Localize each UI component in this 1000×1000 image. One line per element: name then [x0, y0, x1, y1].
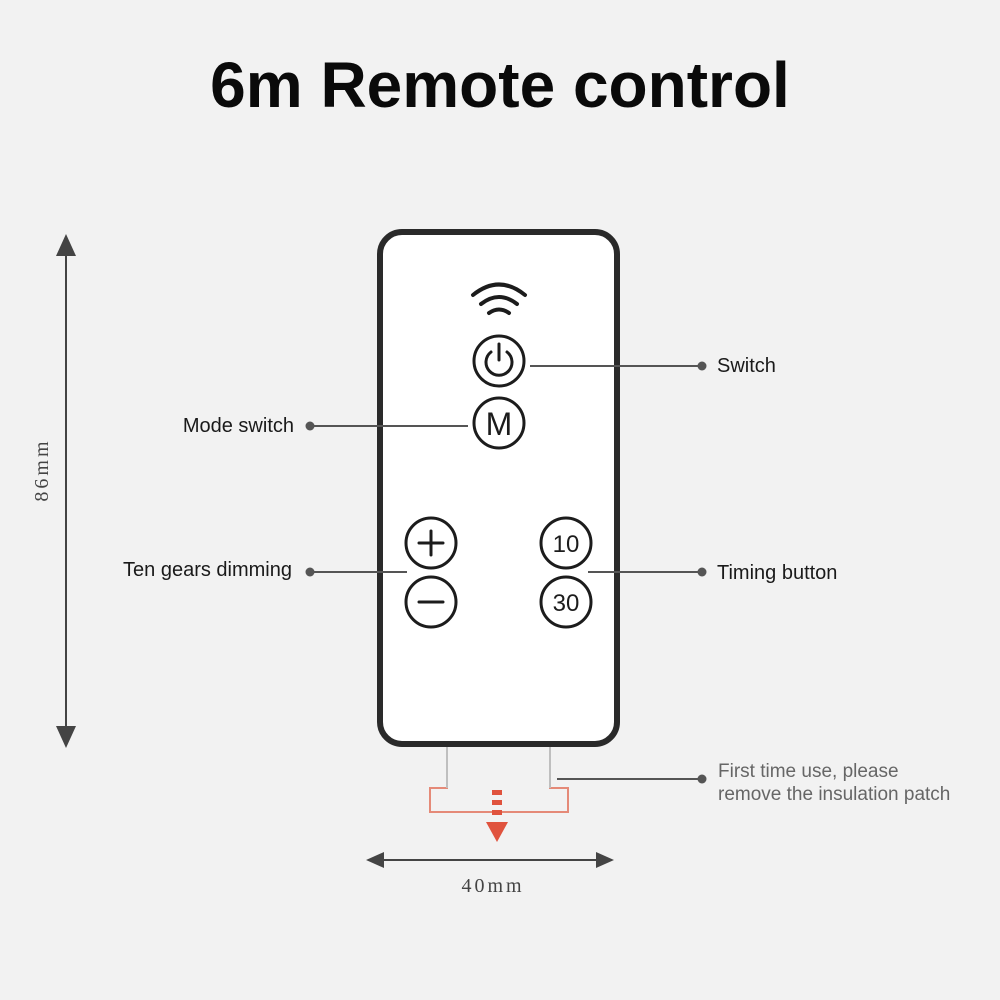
callout-dimming-label: Ten gears dimming [123, 559, 292, 581]
timer-10-label: 10 [553, 531, 580, 558]
width-dimension: 40mm [366, 852, 614, 897]
callout-switch: Switch [530, 355, 776, 377]
timer-30-button[interactable]: 30 [539, 575, 593, 629]
callout-insulation-line2: remove the insulation patch [718, 784, 950, 805]
timer-30-label: 30 [553, 590, 580, 617]
power-icon [484, 342, 514, 377]
brightness-down-button[interactable] [404, 575, 458, 629]
callout-mode-switch: Mode switch [183, 415, 468, 437]
callout-insulation: First time use, please remove the insula… [557, 761, 950, 805]
callout-switch-label: Switch [717, 355, 776, 377]
height-label: 86mm [31, 438, 53, 501]
mode-button-label: M [486, 406, 513, 442]
signal-icon [471, 282, 527, 315]
plus-icon [417, 529, 445, 557]
callout-mode-switch-label: Mode switch [183, 415, 294, 437]
callout-insulation-line1: First time use, please [718, 761, 899, 782]
height-dimension: 86mm [31, 234, 76, 748]
pull-arrow-icon [486, 822, 508, 842]
timer-10-button[interactable]: 10 [539, 516, 593, 570]
brightness-up-button[interactable] [404, 516, 458, 570]
page-title: 6m Remote control [210, 49, 790, 121]
insulation-patch [429, 745, 569, 842]
callout-timing-label: Timing button [717, 562, 837, 584]
callout-dimming: Ten gears dimming [123, 559, 407, 581]
power-button[interactable] [472, 334, 526, 388]
mode-button[interactable]: M [472, 396, 526, 450]
width-label: 40mm [461, 875, 524, 897]
callout-timing: Timing button [588, 562, 837, 584]
